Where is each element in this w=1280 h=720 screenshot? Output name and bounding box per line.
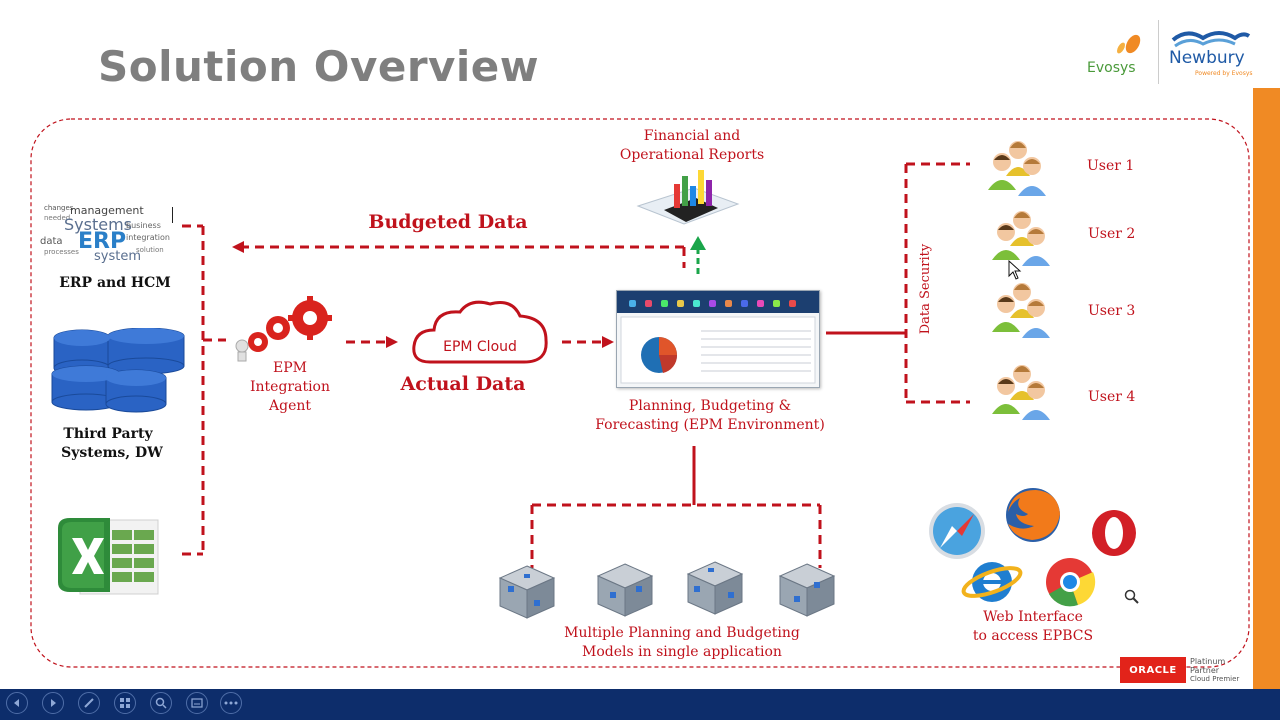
reports-chart-icon — [634, 166, 740, 228]
opera-icon — [1086, 508, 1142, 558]
svg-text:Systems: Systems — [64, 215, 132, 234]
web-interface-label-line1: Web Interface — [983, 609, 1083, 625]
chrome-icon — [1040, 556, 1100, 608]
arrow-budgeted — [232, 241, 244, 253]
text-cursor — [172, 207, 173, 223]
erp-label: ERP and HCM — [59, 275, 171, 291]
user-label-1: User 1 — [1087, 158, 1135, 174]
svg-text:data: data — [40, 236, 63, 247]
newbury-logo-icon — [1171, 31, 1251, 48]
zoom-icon — [155, 697, 167, 709]
data-security-label: Data Security — [918, 243, 933, 335]
integration-agent-line3: Agent — [269, 398, 311, 414]
svg-text:integration: integration — [126, 233, 170, 242]
svg-text:changes: changes — [44, 204, 74, 212]
user-group-icon — [988, 360, 1056, 424]
grid-icon — [120, 698, 130, 708]
internet-explorer-icon — [960, 556, 1024, 608]
web-interface-label-line2: to access EPBCS — [972, 628, 1094, 644]
third-party-label-line2: Systems, DW — [61, 445, 163, 461]
arrow-to-epm — [602, 336, 614, 348]
evosys-text: Evosys — [1087, 60, 1136, 76]
presentation-toolbar — [0, 689, 1280, 720]
green-up-arrow — [690, 236, 706, 250]
epm-environment-label-line1: Planning, Budgeting & — [628, 398, 792, 414]
third-party-label-line1: Third Party — [63, 426, 153, 442]
actual-data-label: Actual Data — [400, 373, 526, 395]
erp-wordcloud-image: changes management needed Systems busine… — [40, 198, 170, 270]
svg-text:system: system — [94, 249, 141, 264]
planning-model-cube-icon — [682, 556, 748, 618]
svg-text:business: business — [126, 221, 161, 230]
models-label-line2: Models in single application — [582, 644, 782, 660]
budgeted-data-label: Budgeted Data — [368, 211, 528, 233]
integration-agent-line1: EPM — [273, 360, 307, 376]
svg-text:needed: needed — [44, 214, 70, 222]
oracle-partner-line1: Platinum — [1190, 657, 1226, 666]
svg-text:solution: solution — [136, 246, 164, 254]
pen-tool-button[interactable] — [78, 692, 100, 714]
integration-agent-line2: Integration — [249, 379, 330, 395]
slide-title: Solution Overview — [98, 42, 540, 91]
diagram-border — [30, 118, 1250, 668]
newbury-logo: Newbury Powered by Evosys — [1165, 26, 1253, 80]
chevron-right-icon — [51, 699, 56, 707]
user-group-icon — [988, 278, 1056, 342]
oracle-logo-text: ORACLE — [1129, 664, 1177, 676]
planning-model-cube-icon — [494, 560, 560, 622]
arrow-to-cloud — [386, 336, 398, 348]
evosys-logo-icon: Evosys — [1087, 34, 1141, 76]
more-options-button[interactable] — [220, 692, 242, 714]
newbury-subtext: Powered by Evosys — [1195, 70, 1253, 77]
logo-divider — [1158, 20, 1159, 84]
svg-text:management: management — [70, 204, 144, 217]
pen-icon — [84, 698, 94, 708]
newbury-text: Newbury — [1169, 48, 1245, 68]
evosys-logo: Evosys — [1085, 28, 1160, 80]
previous-slide-button[interactable] — [6, 692, 28, 714]
user-label-2: User 2 — [1088, 226, 1136, 242]
subtitles-icon — [191, 698, 203, 708]
epm-application-screenshot — [616, 290, 820, 388]
safari-icon — [922, 500, 992, 562]
user-group-icon — [984, 136, 1052, 200]
svg-text:processes: processes — [44, 248, 79, 256]
reports-label-line2: Operational Reports — [619, 147, 765, 163]
chevron-left-icon — [14, 699, 19, 707]
user-label-3: User 3 — [1088, 303, 1136, 319]
ellipsis-icon — [224, 701, 238, 705]
slides-overview-button[interactable] — [114, 692, 136, 714]
models-label-line1: Multiple Planning and Budgeting — [564, 625, 800, 641]
planning-model-cube-icon — [774, 558, 840, 620]
reports-label-line1: Financial and — [643, 128, 741, 144]
oracle-partner-line2: Partner — [1190, 666, 1220, 675]
database-icon — [48, 327, 188, 414]
planning-model-cube-icon — [592, 558, 658, 620]
zoom-button[interactable] — [150, 692, 172, 714]
oracle-logo: ORACLE — [1120, 657, 1186, 683]
epm-cloud-label: EPM Cloud — [443, 339, 517, 355]
subtitles-button[interactable] — [186, 692, 208, 714]
excel-icon — [56, 516, 162, 598]
user-group-icon — [988, 206, 1056, 270]
side-accent-bar — [1253, 88, 1280, 689]
oracle-partner-line3: Cloud Premier — [1190, 675, 1240, 683]
user-label-4: User 4 — [1088, 389, 1136, 405]
magnifier-icon — [1124, 589, 1140, 605]
cloud-shape — [412, 300, 548, 364]
svg-text:ERP: ERP — [78, 229, 126, 254]
integration-agent-gears-icon — [232, 294, 336, 362]
next-slide-button[interactable] — [42, 692, 64, 714]
epm-environment-label-line2: Forecasting (EPM Environment) — [595, 417, 825, 433]
mouse-pointer-icon — [1008, 259, 1022, 280]
firefox-icon — [998, 486, 1068, 544]
